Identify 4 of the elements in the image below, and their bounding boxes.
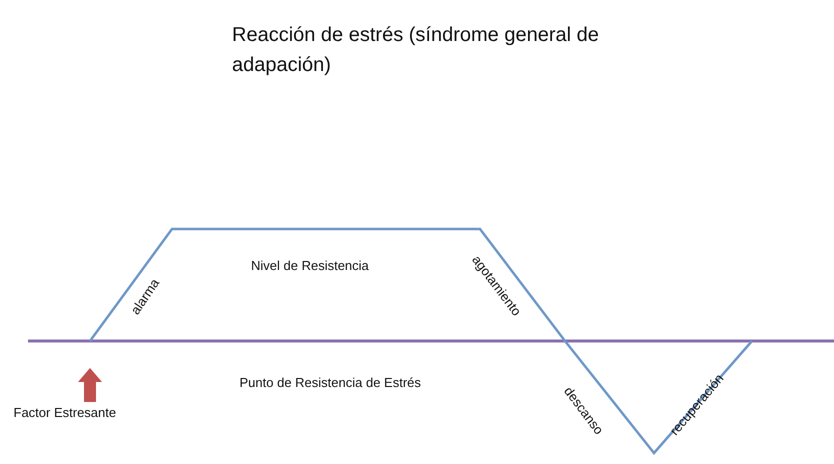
- label: Punto de Resistencia de Estrés: [240, 376, 421, 388]
- title: Reacción de estrés (síndrome general de adapación): [232, 23, 600, 78]
- label: Factor Estresante: [14, 406, 116, 418]
- label: Nivel de Resistencia: [251, 258, 369, 272]
